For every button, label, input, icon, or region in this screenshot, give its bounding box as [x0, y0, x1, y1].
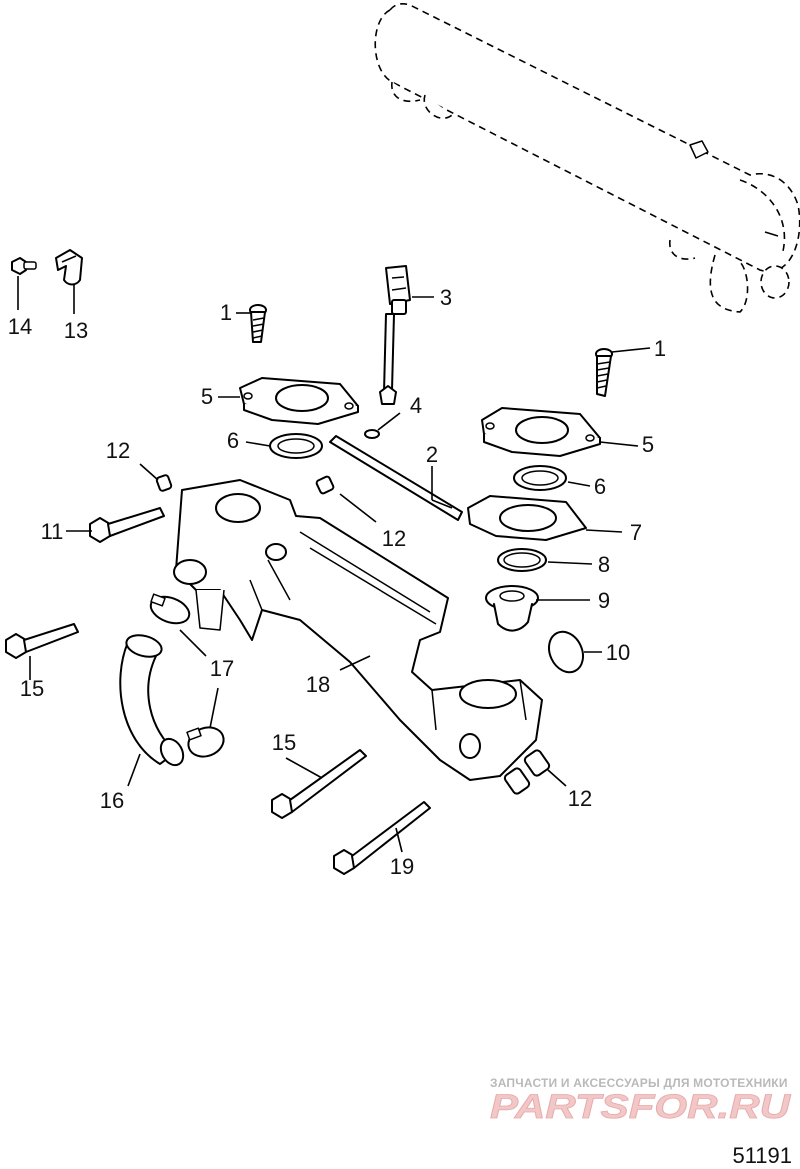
- bolt-part-1-right: [595, 348, 613, 397]
- callout-4: 4: [410, 393, 422, 418]
- plug-part-12-top: [155, 474, 173, 492]
- watermark-caption: ЗАПЧАСТИ И АКСЕССУАРЫ ДЛЯ МОТОТЕХНИКИ: [490, 1076, 788, 1090]
- callout-6-left: 6: [227, 428, 239, 453]
- gasket-part-6-right: [513, 465, 567, 491]
- seal-ring-part-8: [497, 548, 547, 572]
- leader-lines: [17, 276, 651, 853]
- callout-6-right: 6: [594, 474, 606, 499]
- thermostat-part-9: [485, 585, 539, 632]
- callout-15-left: 15: [20, 676, 44, 701]
- gasket-part-6-left: [269, 433, 323, 459]
- bolt-part-14: [11, 257, 37, 275]
- flange-part-5-right: [481, 407, 601, 457]
- hose-clamp-part-17-top: [149, 593, 191, 625]
- watermark-brand: PARTSFOR.RU: [490, 1088, 792, 1126]
- bolt-part-19: [333, 801, 431, 875]
- watermark: ЗАПЧАСТИ И АКСЕССУАРЫ ДЛЯ МОТОТЕХНИКИ PA…: [490, 1076, 793, 1126]
- callout-14: 14: [8, 314, 32, 339]
- callout-13: 13: [64, 318, 88, 343]
- gasket-strip-part-2: [329, 435, 463, 521]
- callout-2: 2: [426, 442, 438, 467]
- callout-5-right: 5: [642, 432, 654, 457]
- callout-16: 16: [100, 788, 124, 813]
- callout-10: 10: [606, 640, 630, 665]
- callout-15-right: 15: [272, 730, 296, 755]
- callout-7: 7: [630, 520, 642, 545]
- plug-part-12-lower: [503, 749, 551, 795]
- heat-exchanger: [374, 3, 800, 313]
- callout-12-middle: 12: [382, 526, 406, 551]
- callout-1-left: 1: [220, 300, 232, 325]
- callout-12-bottom: 12: [568, 786, 592, 811]
- bolt-part-1-left: [249, 304, 267, 343]
- callout-19: 19: [390, 854, 414, 879]
- callout-9: 9: [598, 588, 610, 613]
- flange-gasket-part-7: [467, 495, 587, 541]
- figure-number: 51191: [732, 1143, 792, 1168]
- callout-12-top: 12: [106, 438, 130, 463]
- plug-part-12-middle: [315, 475, 335, 495]
- callout-17: 17: [210, 656, 234, 681]
- hose-clamp-part-17-bottom: [186, 726, 225, 758]
- bolt-part-11: [89, 507, 165, 543]
- temperature-sender-part-3: [379, 265, 411, 405]
- bolt-part-15-left: [5, 623, 79, 659]
- manifold-part-18: [173, 479, 543, 781]
- o-ring-part-10: [547, 630, 585, 674]
- callout-labels: 1 1 2 3 4 5 5 6 6 7 8 9 10 11 12 12 12 1…: [8, 285, 666, 879]
- hose-part-16: [119, 634, 185, 767]
- bolt-part-15-right: [271, 749, 367, 819]
- callout-18: 18: [306, 672, 330, 697]
- flange-part-5-left: [239, 377, 359, 425]
- callout-1-right: 1: [654, 336, 666, 361]
- callout-8: 8: [598, 552, 610, 577]
- callout-11: 11: [41, 519, 64, 544]
- clip-part-13: [55, 249, 83, 286]
- callout-3: 3: [440, 285, 452, 310]
- o-ring-part-4: [364, 429, 380, 439]
- callout-5-left: 5: [201, 384, 213, 409]
